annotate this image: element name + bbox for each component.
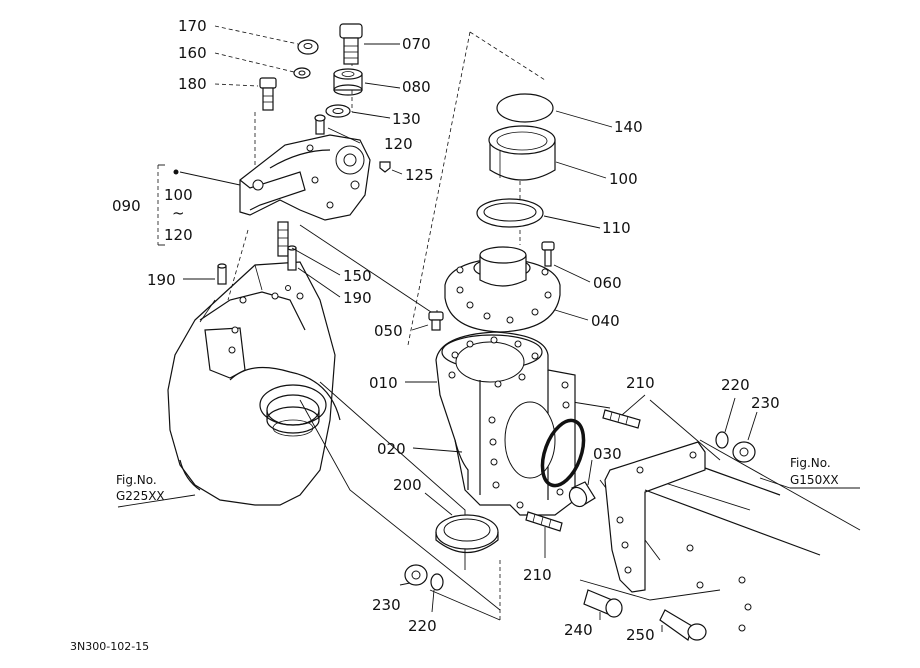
- callout-160: 160: [178, 44, 207, 62]
- callout-220-upper: 220: [721, 376, 750, 394]
- nut-washer-upper: [715, 431, 756, 463]
- callout-140: 140: [614, 118, 643, 136]
- drawing-code: 3N300-102-15: [70, 640, 149, 653]
- nut-washer-lower: [404, 564, 444, 591]
- steering-arm-assembly: [239, 114, 391, 221]
- figure-references: Fig.No. G225XX Fig.No. G150XX: [116, 456, 839, 503]
- oil-seal: [435, 514, 499, 553]
- o-ring: [540, 418, 586, 488]
- callout-180: 180: [178, 75, 207, 93]
- bolts-lower: [583, 589, 707, 641]
- callout-125: 125: [405, 166, 434, 184]
- kingpin-stack: [428, 93, 561, 333]
- callout-090: 090: [112, 197, 141, 215]
- callout-120-range-end: 120: [164, 226, 193, 244]
- callout-100-range-start: 100: [164, 186, 193, 204]
- callout-240: 240: [564, 621, 593, 639]
- knuckle-housing: [435, 331, 576, 516]
- callout-230-upper: 230: [751, 394, 780, 412]
- fig-ref-right-code: G150XX: [790, 473, 839, 487]
- leader-lines: [117, 25, 860, 632]
- callout-250: 250: [626, 626, 655, 644]
- callout-labels: 170 160 180 070 080 130 120 125 090 100 …: [112, 17, 780, 644]
- callout-150: 150: [343, 267, 372, 285]
- callout-210-lower: 210: [523, 566, 552, 584]
- callout-050: 050: [374, 322, 403, 340]
- callout-040: 040: [591, 312, 620, 330]
- top-fasteners: [259, 23, 363, 118]
- studs-210: [525, 409, 641, 532]
- group-bracket: [157, 164, 165, 246]
- callout-130: 130: [392, 110, 421, 128]
- callout-230-lower: 230: [372, 596, 401, 614]
- callout-100: 100: [609, 170, 638, 188]
- callout-080: 080: [402, 78, 431, 96]
- fig-ref-left-code: G225XX: [116, 489, 165, 503]
- fig-ref-left-prefix: Fig.No.: [116, 473, 157, 487]
- collar: [568, 481, 596, 508]
- callout-dot: [173, 169, 179, 175]
- callout-030: 030: [593, 445, 622, 463]
- callout-070: 070: [402, 35, 431, 53]
- callout-110: 110: [602, 219, 631, 237]
- assembly-lines: [299, 224, 861, 621]
- transmission-housing: [167, 261, 341, 506]
- fig-ref-right-prefix: Fig.No.: [790, 456, 831, 470]
- callout-170: 170: [178, 17, 207, 35]
- callout-120: 120: [384, 135, 413, 153]
- callout-220-lower: 220: [408, 617, 437, 635]
- callout-010: 010: [369, 374, 398, 392]
- callout-020: 020: [377, 440, 406, 458]
- callout-190-right: 190: [343, 289, 372, 307]
- callout-200: 200: [393, 476, 422, 494]
- callout-060: 060: [593, 274, 622, 292]
- callout-210-upper: 210: [626, 374, 655, 392]
- studs-and-pins: [217, 221, 297, 285]
- callout-190-left: 190: [147, 271, 176, 289]
- callout-range-tilde: ~: [172, 204, 185, 222]
- axle-bracket: [604, 441, 821, 632]
